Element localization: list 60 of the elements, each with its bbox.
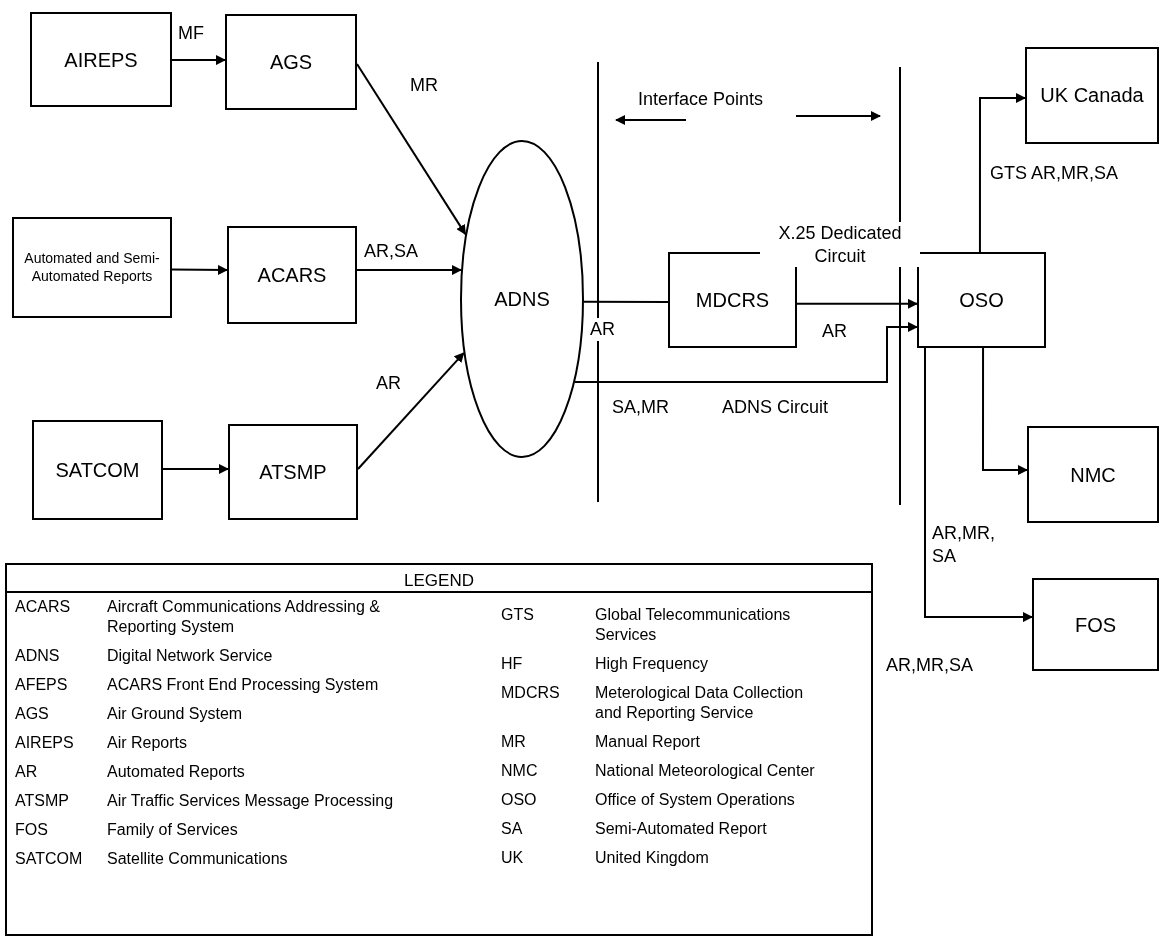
abbreviation: MR — [501, 732, 527, 752]
process-box: ACARS — [227, 226, 357, 324]
definition: Satellite Communications — [107, 849, 289, 869]
abbreviation: ATSMP — [15, 791, 70, 811]
process-box: UK Canada — [1025, 47, 1159, 144]
process-box: ATSMP — [228, 424, 358, 520]
process-box: MDCRS — [668, 252, 797, 348]
abbreviation: ADNS — [15, 646, 61, 666]
abbreviation: FOS — [15, 820, 49, 840]
circuit-label: X.25 Dedicated Circuit — [760, 222, 920, 267]
abbreviation: SA — [501, 819, 524, 839]
definition: Office of System Operations — [595, 790, 796, 810]
arrow — [982, 347, 1028, 476]
definition: Meterological Data Collection and Reporting Service — [595, 683, 805, 723]
definition: Digital Network Service — [107, 646, 274, 666]
abbreviation: SATCOM — [15, 849, 84, 869]
definition: High Frequency — [595, 654, 709, 674]
abbreviation: AR — [15, 762, 39, 782]
abbreviation: OSO — [501, 790, 538, 810]
definition: Aircraft Communications Addressing & Reporting System — [107, 597, 381, 637]
definition: Semi-Automated Report — [595, 819, 768, 839]
definition: Global Telecommunications Services — [595, 605, 792, 645]
arrow — [356, 62, 467, 236]
definition: Air Traffic Services Message Processing — [107, 791, 395, 811]
abbreviation: UK — [501, 848, 525, 868]
arrow — [162, 464, 229, 474]
abbreviation: AIREPS — [15, 733, 75, 753]
abbreviation: HF — [501, 654, 524, 674]
process-box: Automated and Semi-Automated Reports — [12, 217, 172, 318]
definition: Air Ground System — [107, 704, 244, 724]
arrow — [356, 265, 463, 276]
process-box: OSO — [917, 252, 1046, 348]
definition: Automated Reports — [107, 762, 246, 782]
process-box: SATCOM — [32, 420, 163, 520]
definition: Air Reports — [107, 733, 189, 753]
abbreviation: AFEPS — [15, 675, 69, 695]
arrow — [924, 347, 1033, 623]
arrow — [978, 93, 1026, 253]
definition: Family of Services — [107, 820, 239, 840]
process-box: FOS — [1032, 578, 1159, 671]
arrow — [171, 264, 228, 275]
connector-line — [583, 300, 669, 303]
definition: ACARS Front End Processing System — [107, 675, 380, 695]
arrow — [171, 55, 226, 66]
arrow — [796, 298, 918, 309]
definition: Manual Report — [595, 732, 701, 752]
process-box: AGS — [225, 14, 357, 110]
process-box: AIREPS — [30, 12, 172, 107]
arrow — [357, 352, 465, 470]
abbreviation: GTS — [501, 605, 535, 625]
abbreviation: MDCRS — [501, 683, 561, 703]
definition: United Kingdom — [595, 848, 710, 868]
definition: National Meteorological Center — [595, 761, 816, 781]
abbreviation: NMC — [501, 761, 539, 781]
abbreviation: AGS — [15, 704, 50, 724]
abbreviation: ACARS — [15, 597, 72, 617]
edge-label: AR — [590, 318, 615, 341]
process-box: NMC — [1027, 426, 1159, 523]
arrow — [573, 321, 918, 383]
legend-title: LEGEND — [404, 569, 474, 591]
